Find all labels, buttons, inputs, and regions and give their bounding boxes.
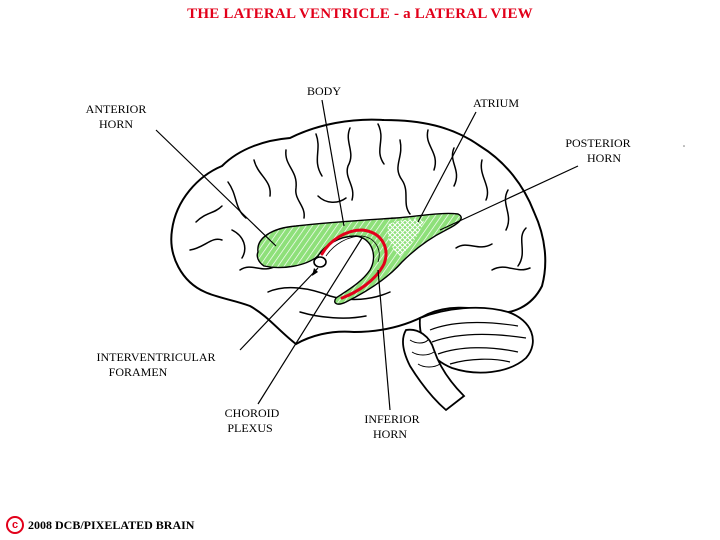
- label-posterior-horn-2: HORN: [587, 151, 621, 165]
- label-body: BODY: [307, 84, 341, 98]
- copyright: c 2008 DCB/PIXELATED BRAIN: [6, 516, 194, 534]
- atrium-region: [387, 219, 424, 256]
- choroid-plexus-inner: [325, 235, 380, 263]
- pons-lines: [409, 339, 441, 368]
- label-choroid-2: PLEXUS: [227, 421, 272, 435]
- label-interventricular-1: INTERVENTRICULAR: [96, 350, 215, 364]
- label-inferior-1: INFERIOR: [364, 412, 419, 426]
- copyright-icon: c: [6, 516, 24, 534]
- cerebellum-folia: [429, 321, 527, 365]
- label-posterior-horn-1: POSTERIOR: [565, 136, 630, 150]
- stray-dot: [683, 145, 685, 147]
- leader-lines: [155, 99, 579, 411]
- choroid-plexus: [320, 228, 388, 300]
- label-interventricular-2: FORAMEN: [109, 365, 168, 379]
- interventricular-foramen: [313, 256, 327, 268]
- label-inferior-2: HORN: [373, 427, 407, 441]
- page-title: THE LATERAL VENTRICLE - a LATERAL VIEW: [187, 6, 533, 22]
- brainstem: [402, 328, 466, 412]
- label-anterior-horn-2: HORN: [99, 117, 133, 131]
- label-atrium: ATRIUM: [473, 96, 519, 110]
- label-choroid-1: CHOROID: [225, 406, 280, 420]
- label-anterior-horn-1: ANTERIOR: [86, 102, 147, 116]
- copyright-text: 2008 DCB/PIXELATED BRAIN: [28, 517, 195, 532]
